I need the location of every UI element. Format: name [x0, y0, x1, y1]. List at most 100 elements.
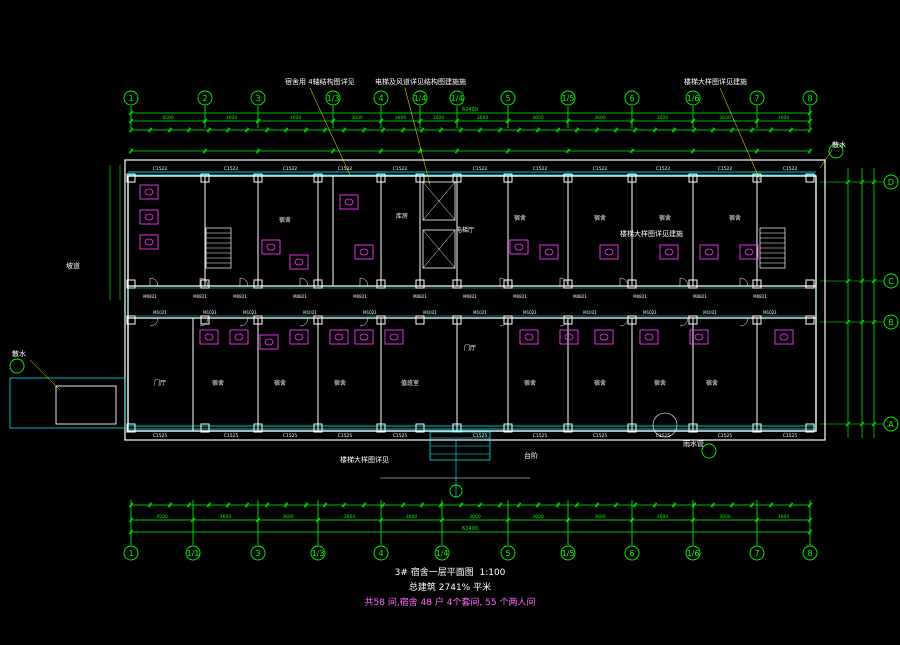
dimension-tick [859, 179, 865, 185]
dimension-tick [845, 421, 851, 427]
dimension-tick [859, 421, 865, 427]
summary-line: 共58 间,宿舍 48 户 4个套间, 55 个两人间 [364, 598, 536, 608]
window-tag-top: C1522 [153, 166, 168, 172]
dimension-bay-top: 3600 [477, 115, 489, 121]
bathroom-fixture [289, 329, 309, 345]
structural-column [688, 315, 698, 325]
dimension-bay-top: 3600 [778, 115, 790, 121]
structural-column [688, 423, 698, 433]
structural-column [452, 173, 462, 183]
room-label: 宿舍 [729, 214, 741, 222]
structural-column [503, 423, 513, 433]
structural-column [805, 423, 815, 433]
scale-text: 1:100 [479, 568, 506, 578]
toilet-icon [264, 338, 274, 346]
title-block: 3# 宿舍一层平面图 1:100 总建筑 2741% 平米 共58 间,宿舍 4… [330, 566, 570, 611]
structural-column [752, 423, 762, 433]
window-tag-top: C1522 [783, 166, 798, 172]
bathroom-fixture [509, 239, 529, 255]
door-tag-south: M1021 [303, 310, 317, 315]
callout-ramp: 坡道 [66, 261, 80, 270]
structural-column [805, 315, 815, 325]
bathroom-fixture [139, 184, 159, 200]
room-label: 门厅 [464, 344, 476, 352]
door-swing [239, 317, 249, 327]
bathroom-fixture [139, 209, 159, 225]
structural-column [688, 173, 698, 183]
walls [9, 159, 826, 498]
bathroom-fixture [639, 329, 659, 345]
structural-column [627, 173, 637, 183]
structural-column [313, 315, 323, 325]
dimension-bay-top: 3600 [657, 115, 669, 121]
room-label: 宿舍 [659, 214, 671, 222]
axis-bubble-bottom [373, 545, 389, 561]
structural-column [376, 173, 386, 183]
axis-bubble-top [325, 90, 341, 106]
room-label: 宿舍 [274, 379, 286, 387]
door-swing [359, 317, 369, 327]
door-tag-north: M0821 [233, 294, 247, 299]
dimension-bay-top: 3600 [594, 115, 606, 121]
dimension-tick [871, 421, 877, 427]
window-tag-bottom: C1525 [338, 433, 353, 439]
axis-bubble-bottom [434, 545, 450, 561]
structural-column [563, 423, 573, 433]
structural-column [563, 315, 573, 325]
axis-label-top: 2 [202, 94, 207, 103]
door-tag-north: M0821 [193, 294, 207, 299]
structural-column [376, 315, 386, 325]
door-swing [619, 277, 629, 287]
bathroom-fixture [739, 244, 759, 260]
door-tag-north: M0821 [463, 294, 477, 299]
window-tag-bottom: C1525 [283, 433, 298, 439]
window-tag-top: C1522 [473, 166, 488, 172]
window-tag-bottom: C1525 [656, 433, 671, 439]
bathroom-fixture [599, 244, 619, 260]
axis-bubble-top [624, 90, 640, 106]
toilet-icon [294, 333, 304, 341]
bathroom-fixture [539, 244, 559, 260]
door-swing [299, 317, 309, 327]
toilet-icon [144, 188, 154, 196]
structural-column [627, 423, 637, 433]
bathroom-fixture [384, 329, 404, 345]
room-label: 宿舍 [654, 379, 666, 387]
structural-column [313, 423, 323, 433]
outer-wall-outline [124, 159, 826, 441]
door-swing [499, 317, 509, 327]
door-swing [679, 277, 689, 287]
door-tag-south: M1021 [423, 310, 437, 315]
door-tag-south: M1021 [473, 310, 487, 315]
callout-apron-left: 散水 [12, 349, 26, 358]
axis-label-top: 1/6 [687, 94, 700, 103]
door-swing [499, 277, 509, 287]
axis-label-right: D [888, 178, 894, 187]
structural-column [415, 423, 425, 433]
structural-column [415, 173, 425, 183]
door-tag-south: M1021 [243, 310, 257, 315]
axis-label-top: 5 [505, 94, 510, 103]
axis-label-top: 1/4 [414, 94, 427, 103]
bathroom-fixture [259, 334, 279, 350]
toilet-icon [359, 248, 369, 256]
callout-entrance-note: 楼梯大样图详见 [340, 455, 389, 464]
window-tag-top: C1522 [718, 166, 733, 172]
door-tag-south: M1021 [363, 310, 377, 315]
room-label: 宿舍 [212, 379, 224, 387]
dimension-tick [859, 278, 865, 284]
axis-bubble-top [500, 90, 516, 106]
structural-column [200, 423, 210, 433]
dimension-bay-top: 3600 [351, 115, 363, 121]
elevator-cross [422, 229, 456, 269]
window-tag-bottom: C1525 [224, 433, 239, 439]
structural-column [126, 423, 136, 433]
axis-bubble-bottom [624, 545, 640, 561]
toilet-icon [744, 248, 754, 256]
door-swing [149, 317, 159, 327]
room-label: 宿舍 [279, 216, 291, 224]
dimension-bay-top: 3600 [226, 115, 238, 121]
toilet-icon [334, 333, 344, 341]
toilet-icon [144, 238, 154, 246]
